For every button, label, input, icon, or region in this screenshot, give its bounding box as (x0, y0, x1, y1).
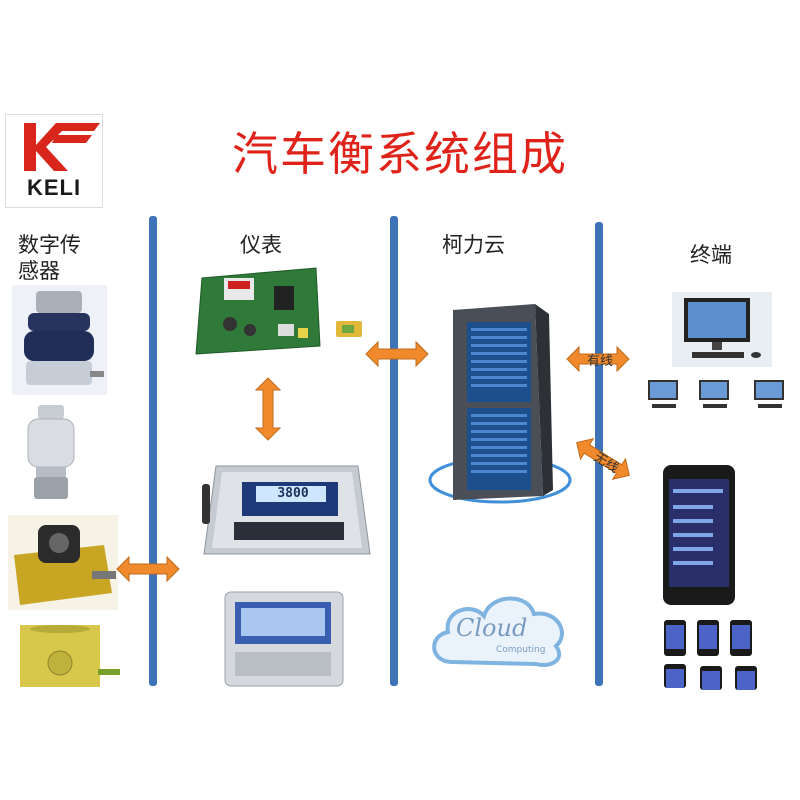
divider-line-2 (390, 216, 398, 686)
computer-small-3 (754, 380, 784, 408)
column-label-terminal: 终端 (690, 243, 732, 267)
cloud-computing-icon (432, 596, 564, 667)
wired-label: 有线 (587, 354, 614, 369)
cloud-word: Cloud (456, 614, 528, 642)
logo-wordmark: KELI (26, 175, 82, 200)
indicator-display-reading: 3800 (277, 486, 309, 501)
phone-small-1 (664, 620, 686, 656)
diagram-title: 汽车衡系统组成 (232, 127, 568, 181)
smartphone-image (663, 465, 735, 605)
keli-logo-mark-icon (24, 123, 100, 171)
arrow-cloud-phone (576, 437, 630, 481)
sensor-image-2 (27, 405, 75, 499)
cloud-server-image (428, 304, 572, 504)
sim-card-icon (336, 321, 362, 337)
column-label-cloud: 柯力云 (442, 233, 505, 257)
sensor-label-line1: 数字传 (18, 233, 81, 257)
cloud-subword: Computing (496, 645, 546, 655)
column-label-sensor: 数字传 感器 (18, 232, 81, 284)
computer-small-1 (648, 380, 678, 408)
column-label-instrument: 仪表 (240, 233, 282, 257)
phone-small-2 (697, 620, 719, 656)
sensor-image-4 (20, 625, 120, 687)
divider-line-1 (149, 216, 157, 686)
pcb-board-image (195, 267, 321, 355)
phone-small-3 (730, 620, 752, 656)
keli-logo: KELI (5, 114, 103, 208)
weighing-indicator-image (202, 465, 371, 555)
sensor-label-line2: 感器 (18, 259, 60, 283)
computer-small-2 (699, 380, 729, 408)
desktop-computer-image (672, 292, 772, 367)
sensor-image-1 (12, 285, 107, 395)
arrow-instrument-cloud (365, 340, 429, 368)
phone-small-6 (735, 666, 757, 690)
arrow-sensor-instrument (116, 555, 180, 583)
arrow-board-indicator (254, 377, 282, 441)
sensor-image-3 (8, 515, 118, 610)
arrow-cloud-computer (566, 345, 630, 373)
phone-small-4 (664, 664, 686, 688)
phone-small-5 (700, 666, 722, 690)
desktop-indicator-image (224, 591, 344, 687)
